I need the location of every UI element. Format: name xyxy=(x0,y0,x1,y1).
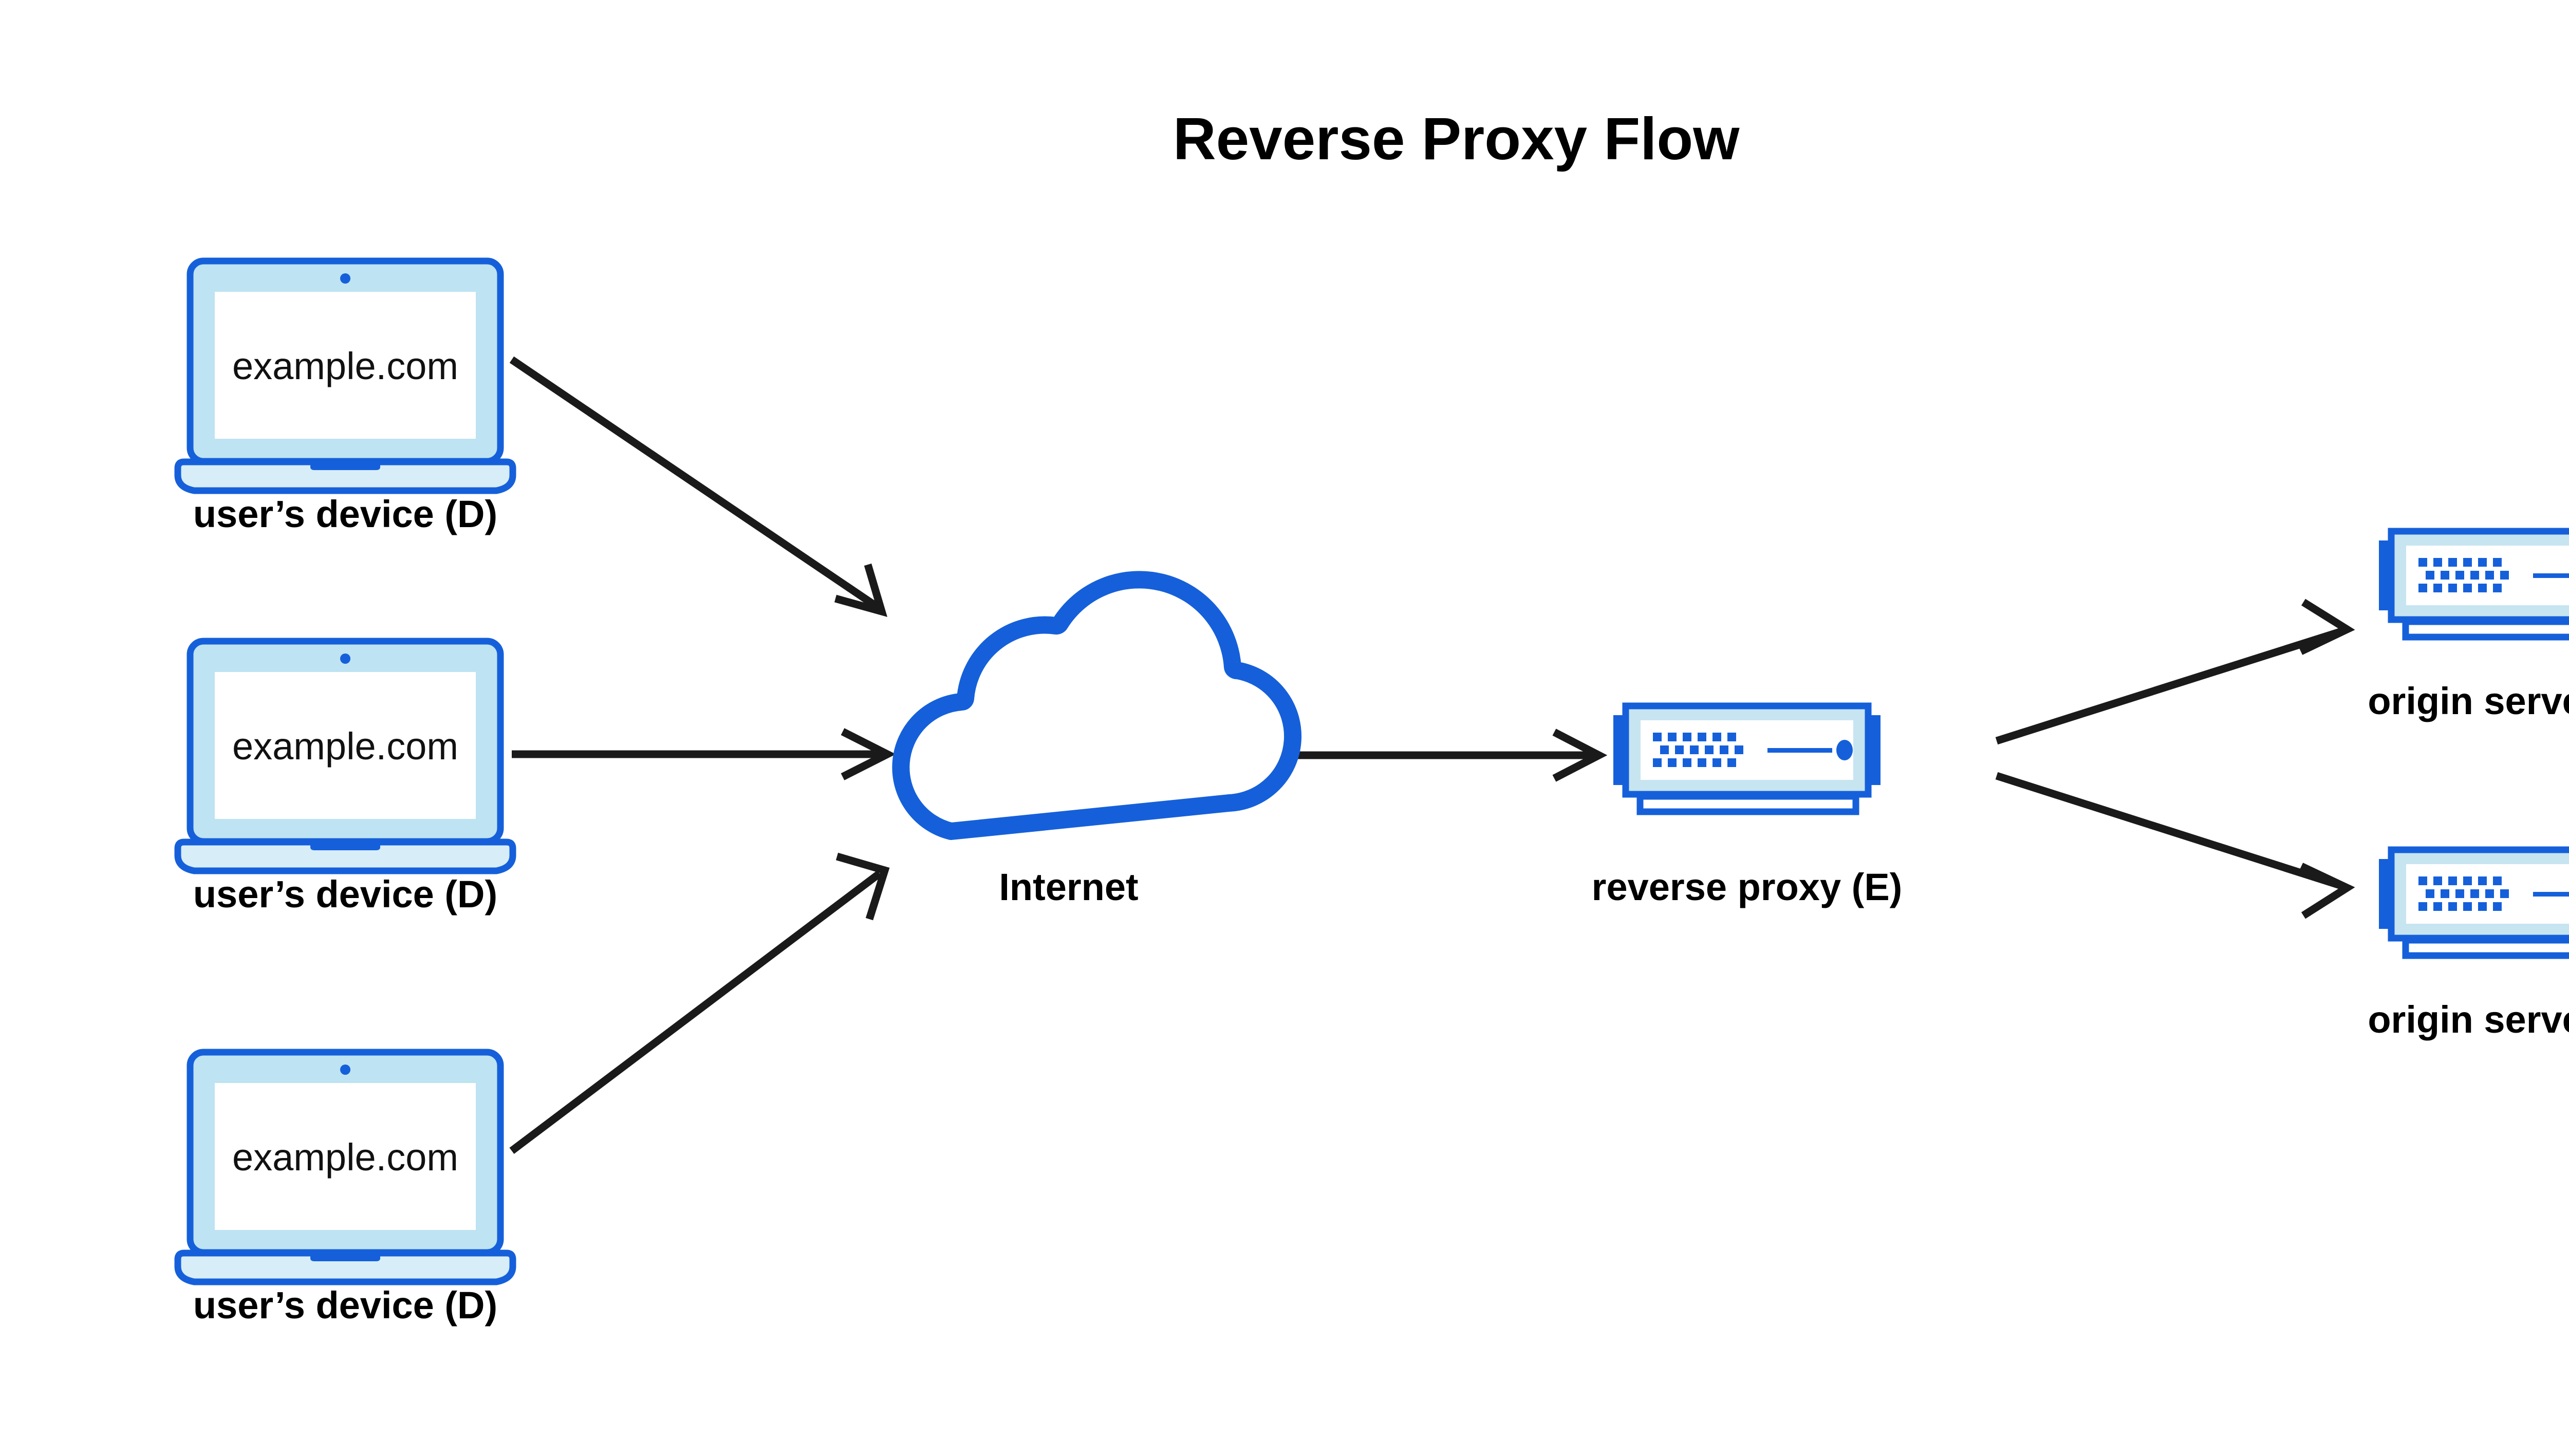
node-origin-2[interactable]: origin server (F) xyxy=(2368,850,2569,1041)
node-internet[interactable]: Internet xyxy=(892,571,1302,908)
cloud-icon xyxy=(892,571,1302,840)
node-client-1[interactable]: example.com user’s device (D) xyxy=(178,261,513,535)
edge-client3-internet xyxy=(509,852,890,1154)
client-3-label: user’s device (D) xyxy=(193,1284,497,1327)
server-icon xyxy=(1613,706,1881,812)
internet-label: Internet xyxy=(999,866,1138,908)
client-screen-text: example.com xyxy=(232,725,458,768)
client-screen-text: example.com xyxy=(232,1136,458,1179)
edge-internet-proxy xyxy=(1249,729,1608,782)
page-title: Reverse Proxy Flow xyxy=(1173,105,1740,172)
reverse-proxy-label: reverse proxy (E) xyxy=(1592,866,1903,908)
client-2-label: user’s device (D) xyxy=(193,873,497,916)
origin-2-label: origin server (F) xyxy=(2368,998,2569,1041)
edge-client2-internet xyxy=(512,728,896,780)
node-client-2[interactable]: example.com user’s device (D) xyxy=(178,641,513,916)
client-1-label: user’s device (D) xyxy=(193,493,497,535)
edge-client1-internet xyxy=(509,356,888,617)
edge-proxy-origin1 xyxy=(1995,599,2355,745)
node-reverse-proxy[interactable]: reverse proxy (E) xyxy=(1592,706,1903,908)
edges-layer xyxy=(509,356,2355,1154)
server-icon xyxy=(2379,531,2569,637)
node-client-3[interactable]: example.com user’s device (D) xyxy=(178,1052,513,1327)
origin-1-label: origin server (F) xyxy=(2368,680,2569,722)
client-screen-text: example.com xyxy=(232,345,458,387)
edge-proxy-origin2 xyxy=(1995,772,2355,919)
server-icon xyxy=(2379,850,2569,956)
node-origin-1[interactable]: origin server (F) xyxy=(2368,531,2569,722)
